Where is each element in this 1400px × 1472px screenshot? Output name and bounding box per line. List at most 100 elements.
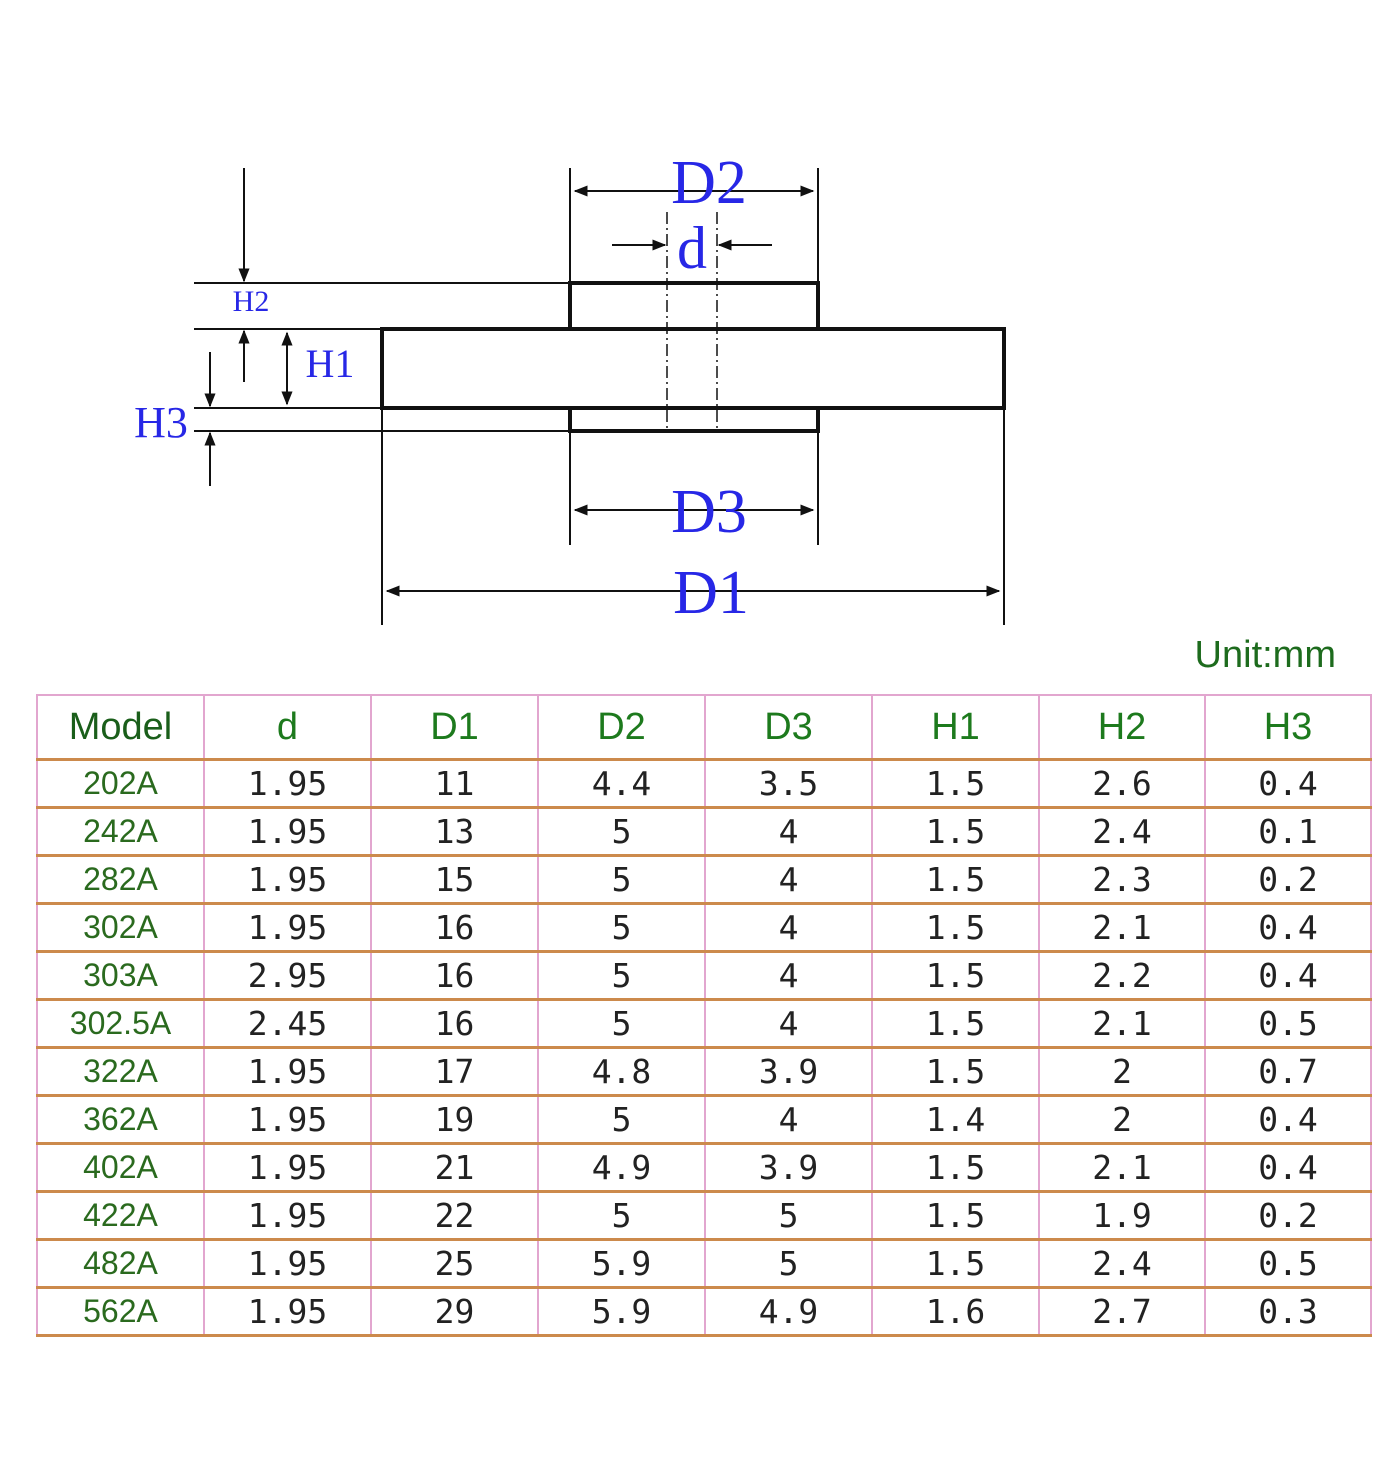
value-cell: 1.95	[203, 807, 372, 857]
column-header-d3: D3	[704, 694, 873, 761]
value-cell: 1.5	[871, 903, 1040, 953]
column-header-d2: D2	[537, 694, 706, 761]
value-cell: 16	[370, 999, 539, 1049]
value-cell: 0.2	[1204, 1191, 1372, 1241]
model-cell: 302.5A	[36, 999, 205, 1049]
value-cell: 0.4	[1204, 1143, 1372, 1193]
value-cell: 5	[537, 903, 706, 953]
value-cell: 5	[704, 1239, 873, 1289]
value-cell: 13	[370, 807, 539, 857]
value-cell: 1.95	[203, 1143, 372, 1193]
value-cell: 16	[370, 951, 539, 1001]
value-cell: 5.9	[537, 1239, 706, 1289]
model-cell: 402A	[36, 1143, 205, 1193]
value-cell: 4	[704, 807, 873, 857]
value-cell: 3.9	[704, 1047, 873, 1097]
value-cell: 3.9	[704, 1143, 873, 1193]
value-cell: 2.1	[1038, 999, 1206, 1049]
value-cell: 4.8	[537, 1047, 706, 1097]
label-H1: H1	[306, 341, 355, 386]
value-cell: 2.45	[203, 999, 372, 1049]
value-cell: 1.95	[203, 903, 372, 953]
value-cell: 2	[1038, 1095, 1206, 1145]
label-D3: D3	[671, 478, 747, 546]
label-D2: D2	[671, 149, 747, 217]
table-header-row: Model d D1 D2 D3 H1 H2 H3	[36, 694, 1372, 761]
unit-label: Unit:mm	[1194, 634, 1336, 676]
value-cell: 5	[704, 1191, 873, 1241]
column-header-model: Model	[36, 694, 205, 761]
value-cell: 5	[537, 1191, 706, 1241]
value-cell: 1.6	[871, 1287, 1040, 1337]
value-cell: 5	[537, 807, 706, 857]
value-cell: 21	[370, 1143, 539, 1193]
value-cell: 2.4	[1038, 807, 1206, 857]
column-header-h3: H3	[1204, 694, 1372, 761]
value-cell: 4	[704, 999, 873, 1049]
value-cell: 1.5	[871, 951, 1040, 1001]
value-cell: 1.5	[871, 855, 1040, 905]
value-cell: 11	[370, 759, 539, 809]
value-cell: 2.95	[203, 951, 372, 1001]
value-cell: 0.1	[1204, 807, 1372, 857]
value-cell: 1.5	[871, 999, 1040, 1049]
value-cell: 1.5	[871, 1191, 1040, 1241]
model-cell: 302A	[36, 903, 205, 953]
value-cell: 16	[370, 903, 539, 953]
value-cell: 5	[537, 951, 706, 1001]
column-header-d1: D1	[370, 694, 539, 761]
value-cell: 5	[537, 999, 706, 1049]
flange-body	[380, 327, 1006, 410]
value-cell: 1.95	[203, 1287, 372, 1337]
value-cell: 1.5	[871, 807, 1040, 857]
value-cell: 0.5	[1204, 1239, 1372, 1289]
value-cell: 2.6	[1038, 759, 1206, 809]
column-header-h1: H1	[871, 694, 1040, 761]
value-cell: 1.95	[203, 759, 372, 809]
column-header-d: d	[203, 694, 372, 761]
top-boss	[568, 281, 820, 331]
value-cell: 4	[704, 1095, 873, 1145]
value-cell: 1.95	[203, 1047, 372, 1097]
value-cell: 0.5	[1204, 999, 1372, 1049]
value-cell: 19	[370, 1095, 539, 1145]
model-cell: 362A	[36, 1095, 205, 1145]
model-cell: 303A	[36, 951, 205, 1001]
model-cell: 202A	[36, 759, 205, 809]
value-cell: 4.4	[537, 759, 706, 809]
value-cell: 15	[370, 855, 539, 905]
label-H2: H2	[233, 285, 270, 318]
value-cell: 1.5	[871, 1239, 1040, 1289]
value-cell: 0.3	[1204, 1287, 1372, 1337]
model-cell: 242A	[36, 807, 205, 857]
value-cell: 1.95	[203, 1095, 372, 1145]
value-cell: 1.95	[203, 1191, 372, 1241]
value-cell: 2.3	[1038, 855, 1206, 905]
value-cell: 1.4	[871, 1095, 1040, 1145]
value-cell: 25	[370, 1239, 539, 1289]
value-cell: 4.9	[537, 1143, 706, 1193]
model-cell: 282A	[36, 855, 205, 905]
value-cell: 0.4	[1204, 759, 1372, 809]
value-cell: 4	[704, 951, 873, 1001]
value-cell: 4.9	[704, 1287, 873, 1337]
value-cell: 0.4	[1204, 951, 1372, 1001]
value-cell: 5	[537, 855, 706, 905]
model-cell: 322A	[36, 1047, 205, 1097]
value-cell: 2.7	[1038, 1287, 1206, 1337]
value-cell: 5.9	[537, 1287, 706, 1337]
value-cell: 5	[537, 1095, 706, 1145]
value-cell: 1.95	[203, 855, 372, 905]
label-H3: H3	[134, 398, 188, 447]
